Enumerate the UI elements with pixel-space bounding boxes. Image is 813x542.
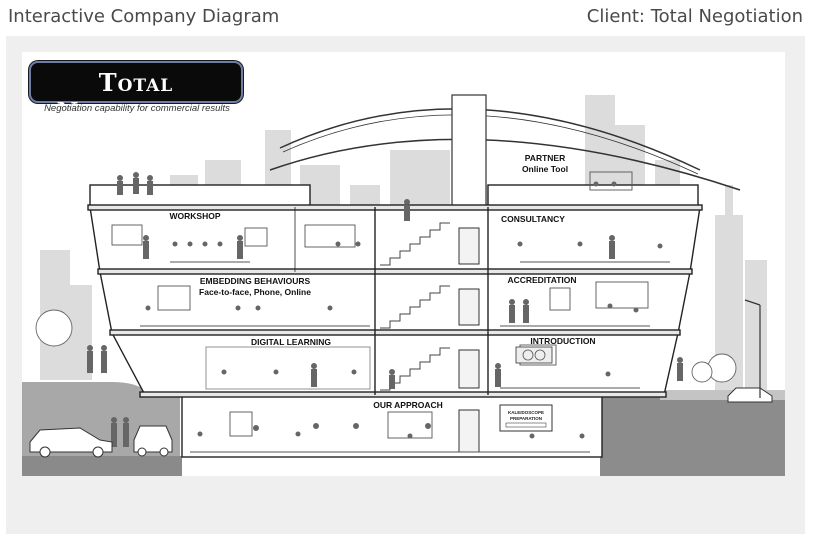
room-label-our-approach[interactable]: OUR APPROACH bbox=[373, 400, 443, 410]
street-lamp bbox=[744, 299, 761, 398]
screen-line-1: KALEIDOSCOPE bbox=[508, 410, 544, 415]
people-figures bbox=[87, 172, 683, 447]
company-logo: Total Negotiation Negotiation capability… bbox=[24, 56, 252, 126]
diagram-title: Interactive Company Diagram bbox=[8, 6, 280, 27]
elevator-doors bbox=[458, 227, 480, 453]
room-label-consultancy[interactable]: CONSULTANCY bbox=[501, 214, 565, 224]
room-sublabel-partner[interactable]: Online Tool bbox=[522, 164, 568, 174]
room-label-partner[interactable]: PARTNER bbox=[525, 153, 565, 163]
room-label-embedding-behaviours[interactable]: EMBEDDING BEHAVIOURS bbox=[200, 276, 311, 286]
room-labels: PARTNER Online Tool WORKSHOP CONSULTANCY… bbox=[170, 153, 596, 410]
room-label-accreditation[interactable]: ACCREDITATION bbox=[507, 275, 576, 285]
room-sublabel-embedding-behaviours[interactable]: Face-to-face, Phone, Online bbox=[199, 287, 311, 297]
room-label-workshop[interactable]: WORKSHOP bbox=[170, 211, 221, 221]
room-label-introduction[interactable]: INTRODUCTION bbox=[530, 336, 595, 346]
logo-badge: Total Negotiation bbox=[29, 61, 243, 126]
screen-line-2: PREPARATION bbox=[510, 416, 542, 421]
logo-name: Total Negotiation bbox=[56, 68, 216, 126]
kaleidoscope-screen: KALEIDOSCOPE PREPARATION bbox=[499, 404, 553, 432]
room-label-digital-learning[interactable]: DIGITAL LEARNING bbox=[251, 337, 331, 347]
client-name: Client: Total Negotiation bbox=[586, 6, 803, 27]
logo-tagline: Negotiation capability for commercial re… bbox=[44, 103, 230, 114]
tn-sign bbox=[515, 346, 553, 364]
trees bbox=[35, 309, 737, 383]
parked-cars bbox=[29, 387, 773, 458]
